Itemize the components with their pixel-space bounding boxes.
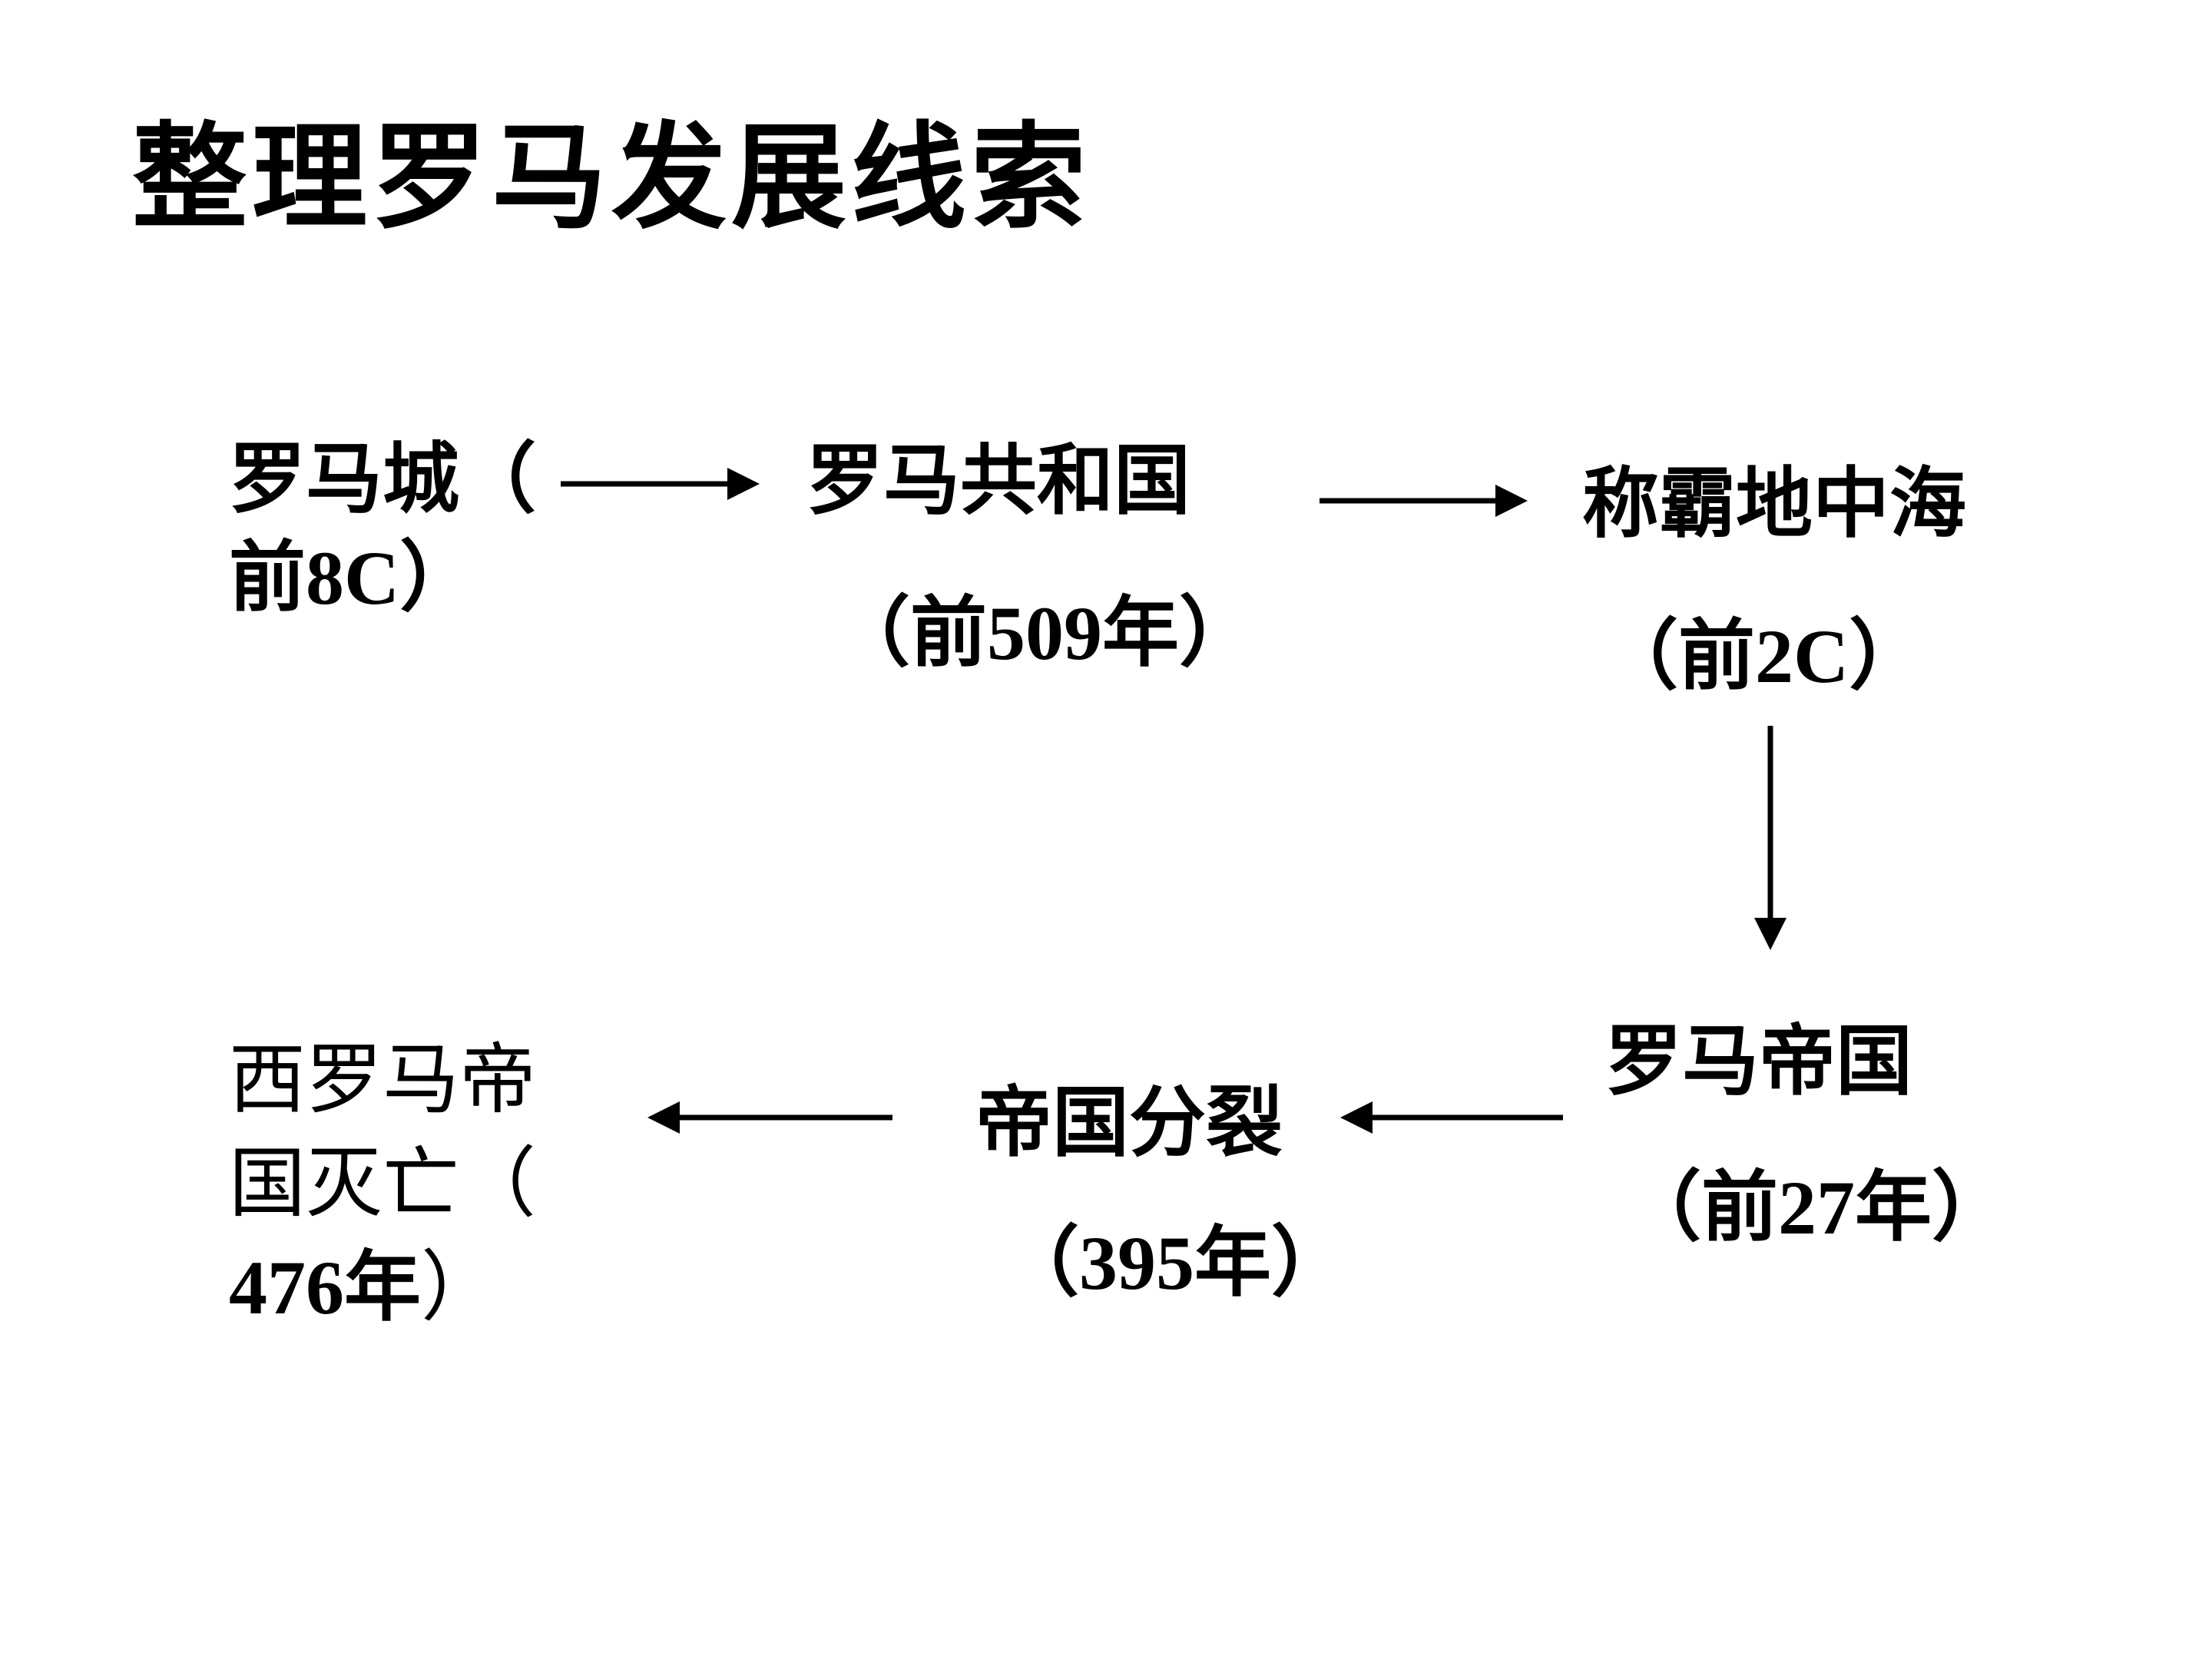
node-roman-empire: 罗马帝国 [1605, 1012, 1912, 1111]
node-rome-city: 罗马城（ 前8C） [229, 430, 536, 628]
node-fall-western-empire: 西罗马帝 国灭亡（ 476年） [229, 1028, 536, 1339]
node-empire-split: 帝国分裂 [975, 1074, 1283, 1172]
mediterranean-label: 称霸地中海 [1582, 459, 1966, 548]
page-title: 整理罗马发展线索 [132, 111, 1091, 245]
fall-line-1: 西罗马帝 [229, 1035, 536, 1124]
fall-date: 476年） [229, 1242, 498, 1332]
rome-city-label: 罗马城（ [229, 434, 536, 524]
rome-city-date: 前8C） [229, 532, 477, 622]
empire-label: 罗马帝国 [1605, 1016, 1912, 1106]
node-mediterranean: 称霸地中海 [1582, 455, 1966, 553]
mediterranean-date: （前2C） [1601, 611, 1926, 700]
republic-label: 罗马共和国 [806, 435, 1190, 525]
fall-line-2: 国灭亡（ [229, 1138, 536, 1228]
split-date: （395年） [1002, 1217, 1348, 1307]
split-label: 帝国分裂 [975, 1078, 1283, 1167]
empire-date: （前27年） [1624, 1162, 2008, 1252]
node-roman-republic: 罗马共和国 [806, 432, 1190, 530]
republic-date: （前509年） [833, 588, 1256, 677]
